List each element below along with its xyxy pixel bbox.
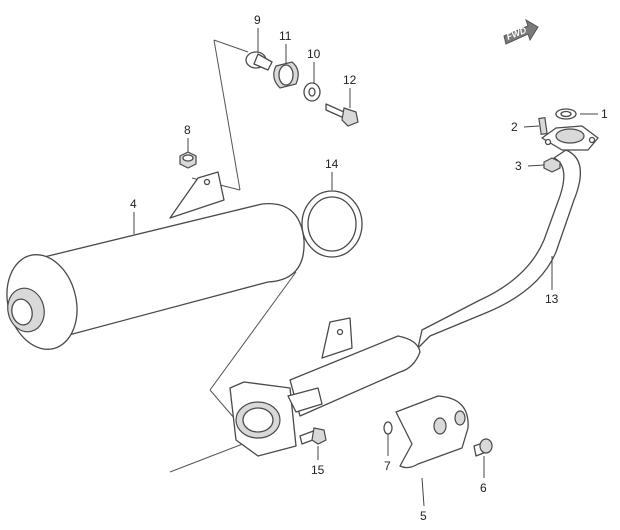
collar-9-sleeve: [253, 53, 273, 71]
callout-15: 15: [311, 463, 325, 477]
nut-8: [179, 151, 197, 169]
callout-3: 3: [515, 159, 522, 173]
bolt-15: [299, 427, 327, 445]
muffler: [6, 171, 305, 350]
bracket-bolt-hole: [203, 178, 211, 186]
callout-8: 8: [184, 123, 191, 137]
washer-10-hole: [308, 87, 316, 97]
callout-2: 2: [511, 120, 518, 134]
inlet-bracket: [321, 317, 353, 359]
nut-3: [543, 157, 561, 173]
exhaust-pipe-13: [417, 125, 599, 349]
exhaust-port-opening: [555, 128, 585, 144]
exhaust-pipe-tube: [417, 149, 582, 349]
heat-shield-plate: [395, 395, 469, 469]
forward-direction-badge: FWD: [503, 18, 539, 45]
gasket-1-hole: [560, 110, 572, 118]
callout-7: 7: [384, 459, 391, 473]
muffler-barrel: [39, 203, 305, 341]
muffler-bracket: [169, 171, 225, 219]
callout-10: 10: [307, 47, 321, 61]
bolt-12-head: [341, 107, 359, 127]
callout-4: 4: [130, 197, 137, 211]
gasket-14: [301, 190, 363, 258]
callout-9: 9: [254, 13, 261, 27]
forward-arrow-icon: [503, 18, 539, 45]
heat-shield-5: [383, 395, 493, 469]
callout-13: 13: [545, 292, 559, 306]
callout-12: 12: [343, 73, 357, 87]
bolt-12-shank: [325, 103, 345, 119]
callout-5: 5: [420, 509, 427, 523]
screw-6-head: [479, 438, 493, 454]
flange-clamp: [287, 387, 323, 413]
leader-5: [421, 477, 425, 507]
bolt-15-head: [311, 427, 327, 445]
callout-6: 6: [480, 481, 487, 495]
leader-2: [523, 125, 540, 128]
mount-hardware: [245, 51, 359, 127]
inlet-pipe-body: [289, 335, 421, 417]
flange-hole-right: [588, 136, 596, 144]
flange-hole-left: [544, 138, 552, 146]
leader-lines: [133, 28, 598, 507]
muffler-tailpipe-hole: [11, 298, 33, 326]
pipe-joint-hardware: [538, 108, 577, 173]
grommet-11-face: [278, 64, 294, 86]
nut-top: [182, 154, 194, 162]
callout-1: 1: [601, 107, 608, 121]
stud-2: [538, 116, 548, 136]
inlet-bracket-hole: [336, 328, 344, 336]
heat-shield-hole-2: [454, 410, 466, 426]
leader-3: [527, 164, 545, 167]
heat-shield-hole-1: [433, 417, 447, 435]
callout-labels: 1 2 3 4 5 6 7 8 9 10 11 12 13 14 15: [130, 13, 608, 523]
callout-14: 14: [325, 157, 339, 171]
callout-11: 11: [279, 29, 292, 43]
washer-7: [383, 421, 393, 435]
muffler-inlet-section: [229, 317, 421, 457]
head-flange-port-inner: [242, 407, 274, 433]
gasket-inner: [307, 196, 357, 252]
